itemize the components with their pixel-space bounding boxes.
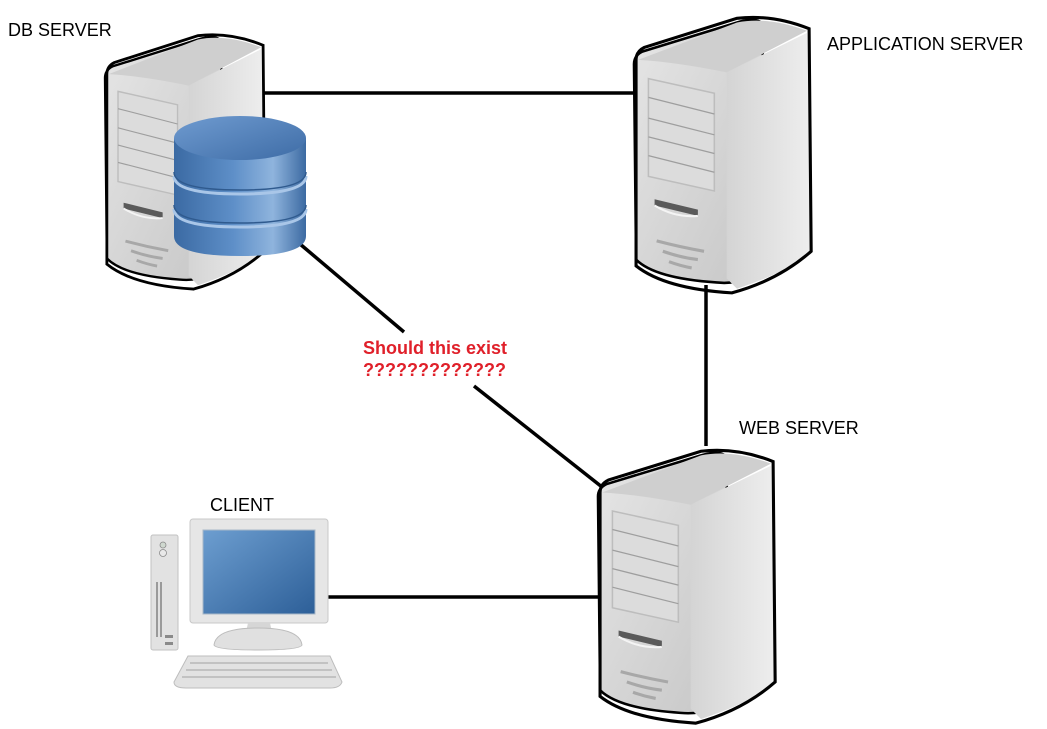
web-server-label: WEB SERVER — [739, 418, 859, 438]
connector-db-to-web-questioned — [298, 242, 406, 334]
connector-db-to-web-questioned-lower — [472, 384, 604, 489]
annotation-line-2: ????????????? — [363, 360, 506, 380]
client-label: CLIENT — [210, 495, 275, 515]
question-annotation: Should this exist ????????????? — [363, 337, 507, 381]
database-icon — [172, 116, 308, 256]
db-server-label: DB SERVER — [8, 20, 112, 40]
application-server-label: APPLICATION SERVER — [827, 34, 1024, 54]
application-server-icon — [632, 15, 813, 295]
web-server-icon — [596, 448, 777, 725]
client-computer-icon — [150, 518, 343, 689]
annotation-line-1: Should this exist — [363, 338, 508, 358]
